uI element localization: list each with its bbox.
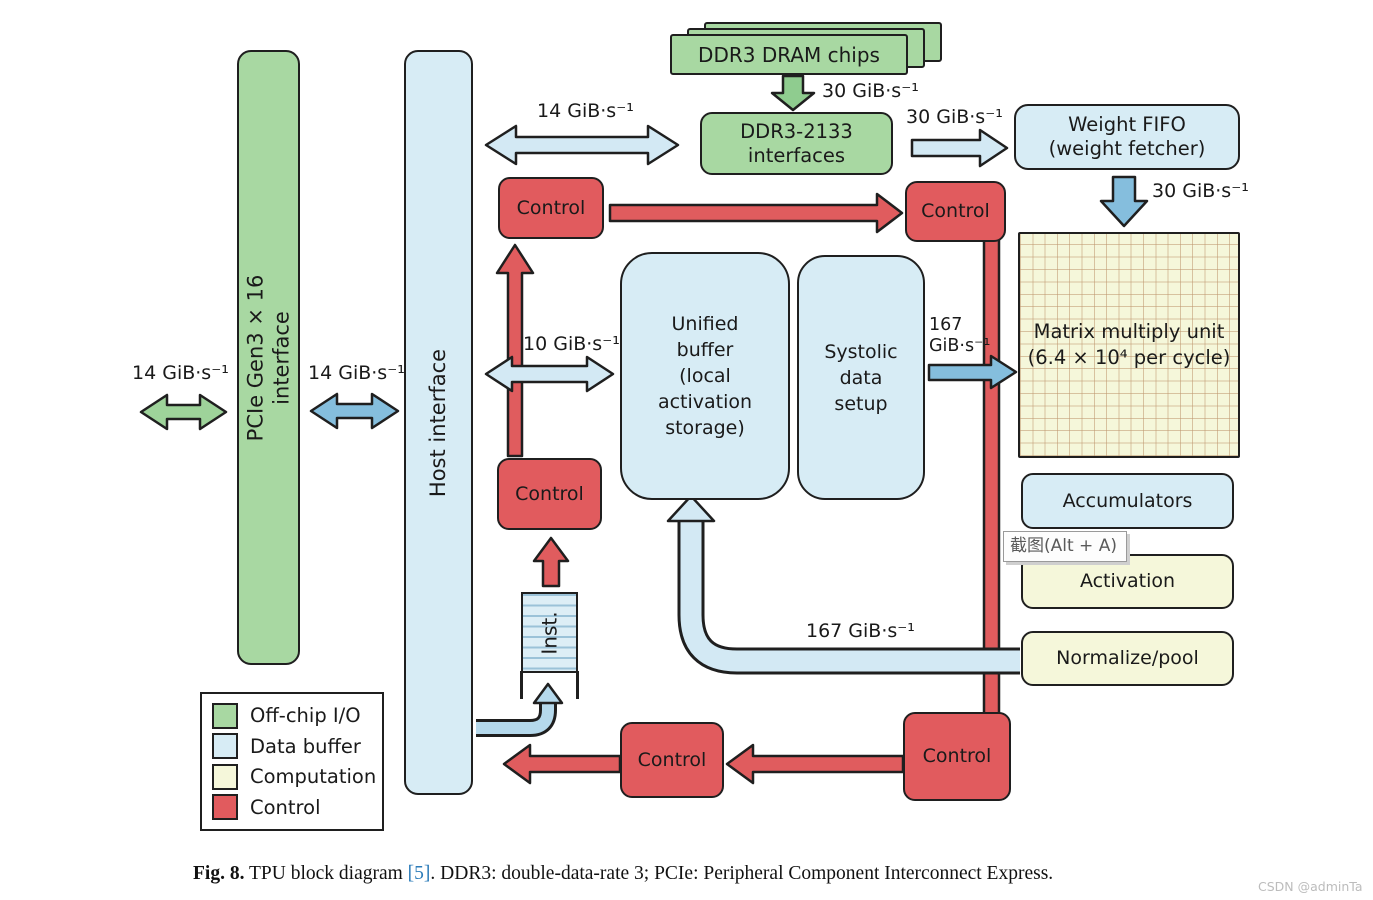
lightblue-double-arrow-host-ddr3: [484, 124, 680, 166]
legend-label-control: Control: [250, 795, 321, 819]
caption-text-after-ref: . DDR3: double-data-rate 3; PCIe: Periph…: [430, 863, 1054, 884]
bandwidth-label-ddr3-fifo: 30 GiB·s⁻¹: [906, 106, 1003, 128]
legend-label-computation: Computation: [250, 765, 377, 789]
elbow-arrowhead-into-inst: [532, 682, 564, 705]
control-block-bottom-mid: Control: [620, 722, 724, 798]
blue-double-arrow-pcie-host: [309, 392, 400, 430]
control-block-bottom-right: Control: [903, 712, 1011, 801]
legend-swatch-data-buffer: [212, 733, 238, 760]
legend-swatch-off-chip-io: [212, 702, 238, 729]
legend-swatch-computation: [212, 763, 238, 790]
weight-fifo-block: Weight FIFO (weight fetcher): [1014, 104, 1240, 170]
systolic-data-setup-label: Systolic data setup: [824, 340, 898, 415]
legend-swatch-control: [212, 794, 238, 821]
activation-block: Activation: [1021, 554, 1234, 609]
red-arrow-inst-to-control: [532, 536, 570, 588]
lightblue-arrow-ddr3-to-fifo: [910, 128, 1009, 168]
normalize-pool-label: Normalize/pool: [1056, 647, 1199, 669]
screenshot-tooltip-button[interactable]: 截图(Alt + A): [1003, 531, 1127, 562]
legend: Off-chip I/O Data buffer Computation Con…: [200, 692, 384, 831]
bandwidth-label-normalize-buffer: 167 GiB·s⁻¹: [806, 620, 915, 642]
control-label: Control: [515, 482, 584, 505]
screenshot-tooltip-text: 截图(Alt + A): [1010, 536, 1117, 556]
pcie-interface-block: PCIe Gen3 × 16 interface: [237, 50, 300, 665]
legend-item-control: Control: [212, 794, 372, 821]
pipe-normalize-to-buffer: [680, 514, 1020, 672]
matrix-multiply-unit-block: Matrix multiply unit (6.4 × 10⁴ per cycl…: [1018, 232, 1240, 458]
green-down-arrow-dram-to-ddr3: [770, 74, 816, 112]
red-arrow-control-to-host: [502, 743, 622, 785]
red-arrow-control-up: [495, 243, 535, 458]
accumulators-block: Accumulators: [1021, 473, 1234, 529]
control-block-mid-left: Control: [497, 458, 602, 530]
unified-buffer-label: Unified buffer (local activation storage…: [657, 313, 753, 439]
dram-chips-label: DDR3 DRAM chips: [698, 42, 880, 67]
caption-fig-label: Fig. 8.: [193, 863, 245, 884]
legend-label-off-chip-io: Off-chip I/O: [250, 704, 361, 728]
inst-queue-wall-right: [576, 671, 579, 699]
blue-down-arrow-fifo-to-mmu: [1099, 175, 1149, 228]
accumulators-label: Accumulators: [1062, 489, 1193, 512]
inst-queue-wall-left: [519, 671, 523, 699]
bandwidth-label-pcie-host: 14 GiB·s⁻¹: [308, 362, 405, 384]
systolic-data-setup-block: Systolic data setup: [797, 255, 925, 500]
red-arrow-control-to-control-bottom: [725, 743, 905, 785]
activation-label: Activation: [1079, 570, 1176, 592]
control-block-top-right: Control: [905, 181, 1006, 242]
host-interface-block: Host interface: [404, 50, 473, 795]
control-label: Control: [921, 200, 990, 222]
bandwidth-label-systolic-mmu: 167 GiB·s⁻¹: [929, 315, 991, 356]
control-label: Control: [516, 196, 586, 219]
pcie-interface-label: PCIe Gen3 × 16 interface: [243, 274, 294, 441]
red-control-line-vertical: [982, 238, 1001, 720]
matrix-multiply-unit-label: Matrix multiply unit (6.4 × 10⁴ per cycl…: [1027, 320, 1231, 369]
instruction-queue-label: Inst.: [537, 610, 562, 655]
caption-citation-link[interactable]: [5]: [407, 863, 431, 884]
legend-item-off-chip-io: Off-chip I/O: [212, 702, 372, 729]
control-block-host-top: Control: [498, 177, 604, 239]
host-interface-label: Host interface: [426, 348, 451, 497]
red-arrow-control-to-control-top: [608, 192, 904, 234]
normalize-pool-block: Normalize/pool: [1021, 631, 1234, 686]
legend-label-data-buffer: Data buffer: [250, 734, 361, 758]
ddr3-2133-interfaces-block: DDR3-2133 interfaces: [700, 112, 893, 175]
control-label: Control: [637, 748, 707, 771]
bandwidth-label-host-ddr3: 14 GiB·s⁻¹: [537, 100, 634, 122]
caption-text-before-ref: TPU block diagram: [244, 863, 408, 884]
instruction-queue-block: Inst.: [521, 592, 578, 673]
dram-chips-block: DDR3 DRAM chips: [670, 34, 908, 75]
lightblue-double-arrow-host-buffer: [484, 355, 615, 393]
unified-buffer-block: Unified buffer (local activation storage…: [620, 252, 790, 500]
blue-arrow-systolic-to-mmu: [927, 354, 1018, 390]
bandwidth-label-host-buffer: 10 GiB·s⁻¹: [523, 333, 620, 355]
control-label: Control: [922, 745, 992, 767]
green-double-arrow-pcie-external: [139, 393, 228, 431]
csdn-watermark: CSDN @adminTa: [1258, 879, 1363, 894]
weight-fifo-label: Weight FIFO (weight fetcher): [1048, 113, 1206, 160]
ddr3-2133-interfaces-label: DDR3-2133 interfaces: [740, 119, 853, 167]
pipe-arrowhead-into-buffer: [666, 494, 716, 523]
bandwidth-label-fifo-mmu: 30 GiB·s⁻¹: [1152, 180, 1249, 202]
bandwidth-label-pcie-external: 14 GiB·s⁻¹: [132, 362, 229, 384]
bandwidth-label-dram-ddr3: 30 GiB·s⁻¹: [822, 80, 919, 102]
legend-item-data-buffer: Data buffer: [212, 733, 372, 760]
figure-caption: Fig. 8. TPU block diagram [5]. DDR3: dou…: [193, 863, 1053, 885]
elbow-arrow-host-to-inst: [476, 699, 554, 734]
legend-item-computation: Computation: [212, 763, 376, 790]
